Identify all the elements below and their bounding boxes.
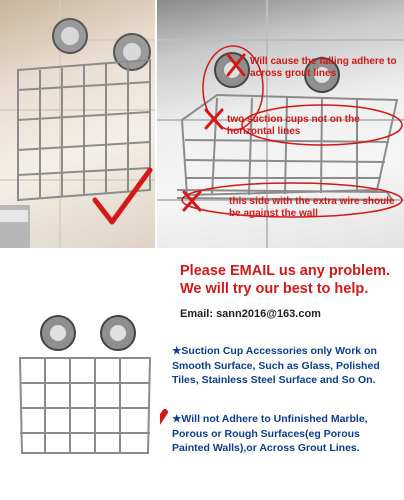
annotation-horizontal-lines: two suction cups not on the horizontal l… [227,114,360,137]
email-address: Email: sann2016@163.com [180,308,321,320]
email-headline: Please EMAIL us any problem. We will try… [180,262,404,298]
photo-correct-installation [0,0,155,248]
note-unsuitable-surfaces: ★Will not Adhere to Unfinished Marble, P… [172,413,368,454]
note-suction-surfaces: ★Suction Cup Accessories only Work on Sm… [172,345,380,386]
annotation-extra-wire: this side with the extra wire shoule be … [229,196,395,219]
email-headline-line1: Please EMAIL us any problem. [180,263,391,279]
photo-product-basket [0,288,160,500]
annotation-grout-lines: Will cause the falling adhere to across … [250,56,397,79]
email-headline-line2: We will try our best to help. [180,281,369,297]
